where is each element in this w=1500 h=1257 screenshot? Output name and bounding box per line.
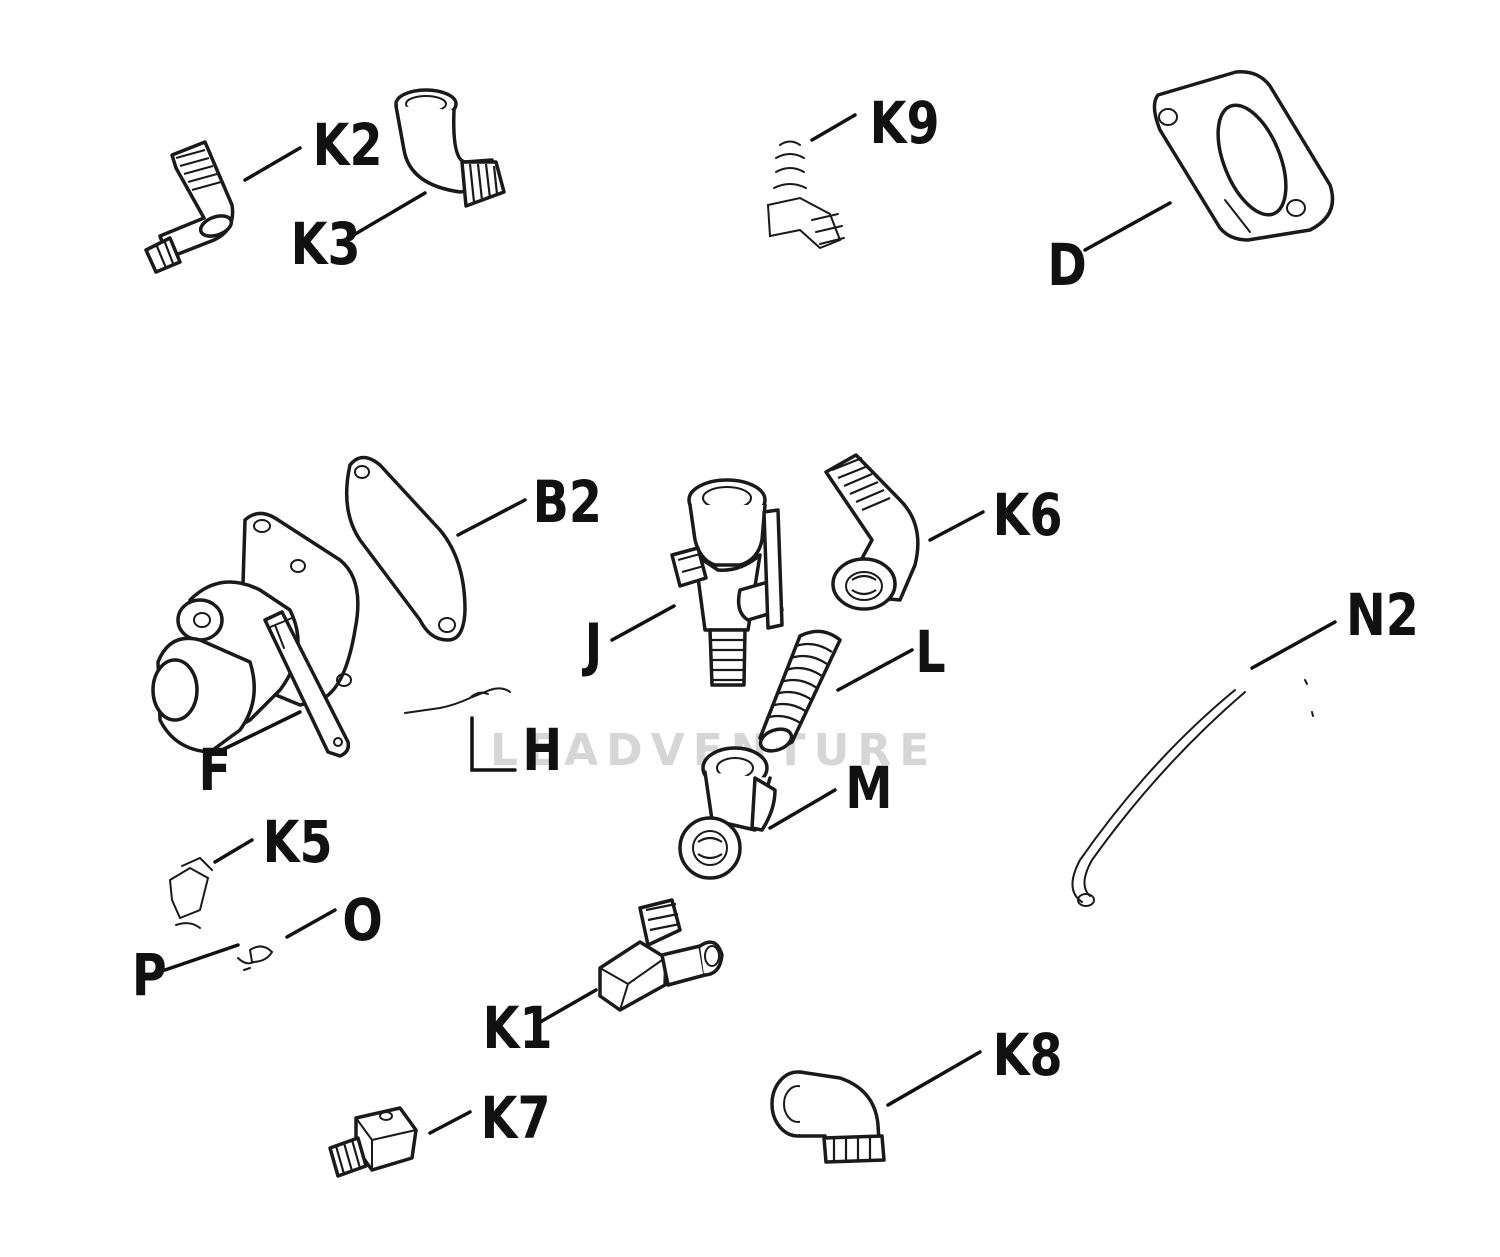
part-k1-elbow-fitting-icon[interactable] (598, 898, 724, 1012)
label-k9: K9 (870, 89, 940, 157)
part-p-clamp-icon[interactable] (237, 957, 255, 971)
leader-k5 (213, 838, 254, 864)
leader-j (610, 604, 676, 642)
label-k7: K7 (481, 1084, 551, 1152)
leader-o (285, 908, 337, 939)
leader-k9 (810, 113, 857, 142)
part-k2-elbow-icon[interactable] (144, 140, 235, 274)
part-k6-elbow-icon[interactable] (824, 453, 920, 611)
label-f: F (199, 736, 231, 804)
part-k8-street-elbow-icon[interactable] (770, 1070, 886, 1164)
part-m-tee-icon[interactable] (678, 746, 777, 880)
label-p: P (132, 941, 167, 1009)
part-k5-fitting-icon[interactable] (168, 856, 213, 929)
part-j-shutoff-valve-icon[interactable] (670, 478, 784, 687)
leader-k6 (928, 510, 985, 542)
leader-k1 (533, 988, 598, 1027)
leader-k7 (428, 1110, 472, 1135)
label-n2: N2 (1346, 581, 1419, 649)
label-d: D (1047, 231, 1086, 299)
part-o-hose-clamp-icon[interactable] (248, 945, 274, 964)
leader-k2 (243, 146, 302, 182)
label-m: M (845, 754, 892, 822)
label-k1: K1 (483, 994, 553, 1062)
label-j: J (582, 611, 602, 679)
part-d-flange-icon[interactable] (1152, 70, 1335, 242)
leader-d (1083, 201, 1172, 252)
leader-n2 (1250, 620, 1337, 670)
leader-m (768, 788, 837, 830)
leader-l (836, 648, 914, 692)
label-k8: K8 (993, 1021, 1063, 1089)
leader-k8 (886, 1050, 982, 1107)
leader-p (163, 943, 240, 972)
part-n2-fuel-line-icon[interactable] (1071, 679, 1314, 907)
leader-f (220, 710, 302, 752)
label-l: L (915, 618, 945, 686)
part-k9-elbow-icon[interactable] (766, 140, 845, 250)
label-k2: K2 (313, 111, 383, 179)
label-k5: K5 (263, 808, 333, 876)
part-k3-elbow-icon[interactable] (394, 88, 506, 208)
leader-b2 (456, 498, 527, 537)
label-h: H (522, 716, 562, 784)
label-b2: B2 (533, 468, 602, 536)
part-h-spring-clip-icon[interactable] (404, 687, 517, 772)
part-f-fuel-pump-icon[interactable] (151, 511, 360, 758)
label-k3: K3 (291, 210, 361, 278)
part-k7-connector-icon[interactable] (328, 1106, 418, 1178)
label-k6: K6 (993, 481, 1063, 549)
part-l-nipple-icon[interactable] (758, 629, 842, 755)
part-b2-gasket-icon[interactable] (344, 455, 467, 642)
label-o: O (342, 886, 382, 954)
leader-k3 (343, 191, 427, 242)
